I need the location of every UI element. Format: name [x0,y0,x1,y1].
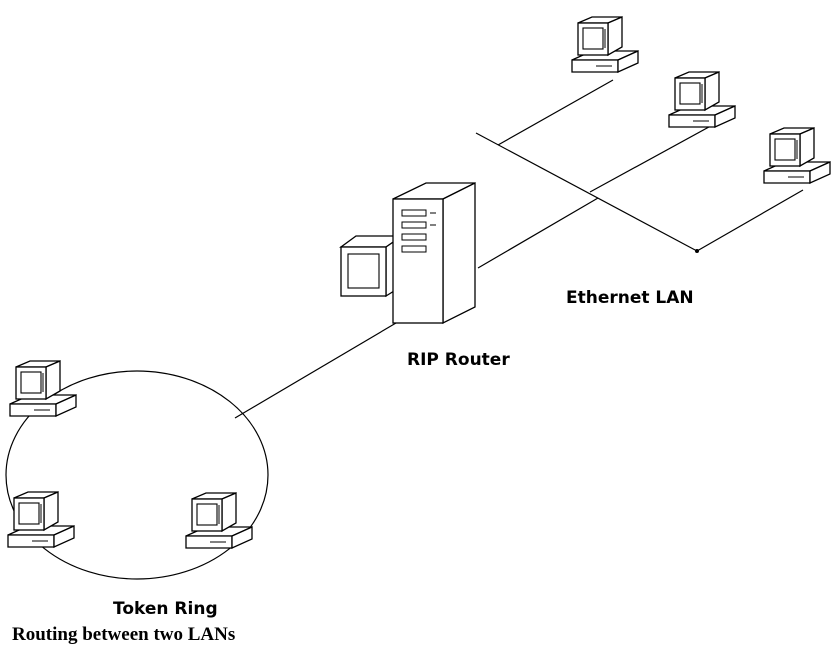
ethernet-drop-1 [497,79,614,146]
token-ring-loop [5,370,269,580]
computer-icon [571,16,639,73]
ethernet-lan-label: Ethernet LAN [566,288,694,308]
computer-icon [668,71,736,128]
rip-router-label: RIP Router [407,350,510,370]
router-to-ethernet-link [477,197,599,269]
ethernet-drop-2 [589,121,719,193]
diagram-caption: Routing between two LANs [12,624,235,645]
ethernet-drop-3 [696,189,804,252]
computer-icon [763,127,831,184]
network-links [5,79,804,580]
server-tower-icon [339,181,476,325]
token-ring-label: Token Ring [113,599,218,619]
router-to-token-ring-link [234,322,397,419]
computer-icon [185,492,253,549]
ethernet-terminator [695,249,699,253]
computer-icon [7,491,75,548]
computer-icon [9,360,77,417]
ethernet-backbone [475,132,698,252]
